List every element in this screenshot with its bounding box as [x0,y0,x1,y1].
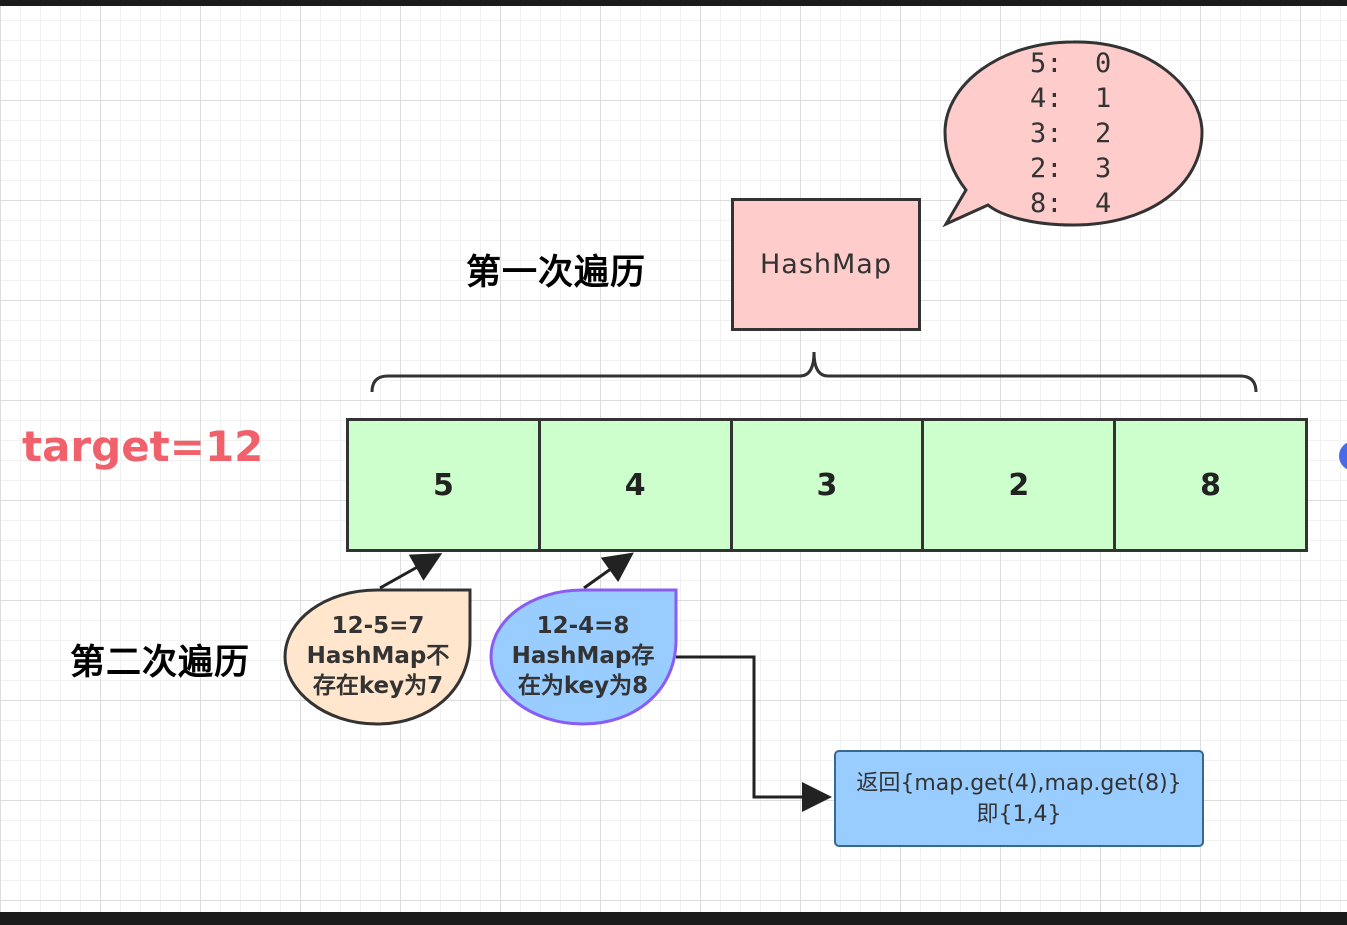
array-brace [370,351,1258,393]
result-connector [676,655,832,812]
array-cell: 8 [1116,421,1305,549]
hashmap-entry: 3: 2 [1030,118,1112,149]
miss-callout-line: 存在key为7 [312,673,444,699]
hashmap-label: HashMap [759,249,892,280]
number-array: 5 4 3 2 8 [346,418,1308,552]
hit-callout-shape [489,588,678,726]
hashmap-entry: 4: 1 [1030,83,1112,114]
hashmap-entry: 2: 3 [1030,153,1112,184]
hashmap-entry: 8: 4 [1030,188,1112,219]
hit-callout-line: HashMap存 [511,643,655,669]
target-label: target=12 [22,422,264,471]
hashmap-entry: 5: 0 [1030,48,1112,79]
array-cell: 2 [924,421,1117,549]
second-pass-label: 第二次遍历 [70,643,251,683]
miss-callout-line: HashMap不 [306,643,450,669]
array-cell: 3 [732,421,925,549]
hit-arrow [583,552,634,590]
miss-callout-shape [283,588,472,726]
array-cell: 4 [540,421,733,549]
hashmap-box: HashMap [731,198,921,331]
hit-callout-line: 12-4=8 [536,613,630,639]
result-box: 返回{map.get(4),map.get(8)} 即{1,4} [834,750,1204,847]
miss-arrow [379,553,443,590]
hashmap-entries-bubble [942,40,1204,228]
miss-callout-line: 12-5=7 [331,613,425,639]
first-pass-label: 第一次遍历 [466,253,647,293]
hit-callout-text: 12-4=8 HashMap存 在为key为8 [494,611,672,701]
scroll-indicator[interactable] [1339,441,1347,471]
miss-callout-text: 12-5=7 HashMap不 存在key为7 [290,611,466,701]
array-cell: 5 [349,421,541,549]
result-line: 即{1,4} [976,801,1062,827]
result-line: 返回{map.get(4),map.get(8)} [856,770,1182,796]
hashmap-entries: 5: 0 4: 1 3: 2 2: 3 8: 4 [1030,46,1120,221]
hit-callout-line: 在为key为8 [517,673,649,699]
diagram-connectors [283,40,1258,812]
diagram-canvas: 第一次遍历 第二次遍历 target=12 HashMap 5: 0 4: 1 … [0,6,1347,912]
